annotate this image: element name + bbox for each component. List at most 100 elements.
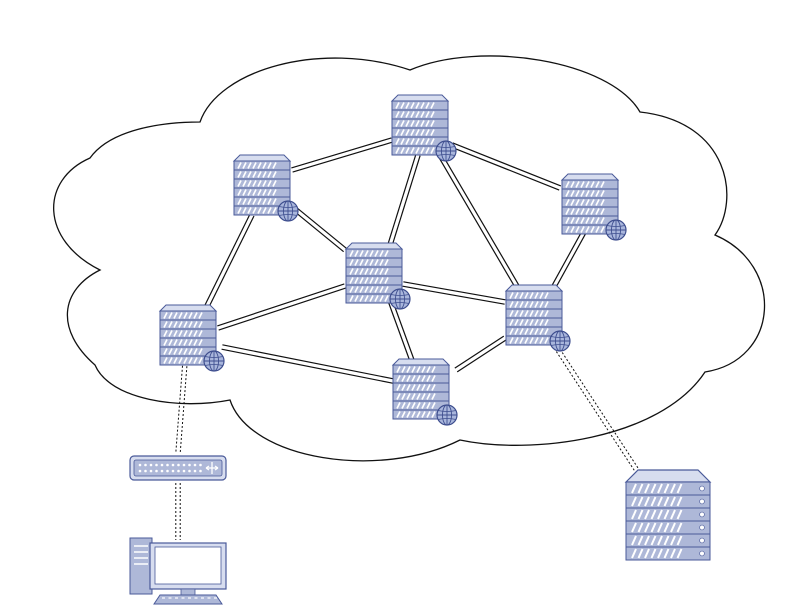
link-line — [387, 154, 417, 245]
router-right-icon — [560, 173, 627, 241]
rack-stripe — [359, 259, 364, 266]
rack-stripe — [257, 207, 262, 214]
rack-unit — [561, 197, 619, 208]
rack-stripe — [395, 147, 400, 154]
rack-stripe — [168, 321, 173, 328]
rack-stripe — [379, 259, 384, 266]
rack-stripe — [410, 138, 415, 145]
rack-stripe — [364, 286, 369, 293]
rack-stripe — [416, 402, 421, 409]
link-line — [179, 362, 188, 454]
links-layer — [175, 137, 641, 540]
rack-stripe — [359, 295, 364, 302]
rack-stripe — [242, 198, 247, 205]
rack-stripe — [509, 337, 514, 344]
switch-port — [182, 469, 186, 473]
rack-stripe — [430, 102, 435, 109]
rack-stripe — [272, 180, 277, 187]
switch-port — [166, 463, 169, 467]
rack-stripe — [193, 321, 198, 328]
rack-stripe — [539, 310, 544, 317]
rack-stripe — [401, 411, 406, 418]
rack-stripe — [237, 162, 242, 169]
rack-stripe — [354, 268, 359, 275]
server-unit — [625, 507, 711, 522]
rack-stripe — [374, 259, 379, 266]
switch-port — [144, 469, 147, 473]
link-line — [391, 155, 421, 246]
rack-stripe — [272, 189, 277, 196]
rack-stripe — [193, 339, 198, 346]
rack-stripe — [431, 366, 436, 373]
rack-unit — [561, 179, 619, 190]
rack-stripe — [257, 198, 262, 205]
rack-unit — [233, 187, 291, 198]
switch-port — [160, 469, 164, 473]
rack-stripe — [396, 411, 401, 418]
rack-unit — [159, 319, 217, 330]
rack-stripe — [401, 375, 406, 382]
rack-stripe — [267, 189, 272, 196]
rack-stripe — [178, 321, 183, 328]
rack-stripe — [252, 162, 257, 169]
rack-stripe — [580, 199, 585, 206]
rack-stripe — [379, 295, 384, 302]
rack-stripe — [534, 292, 539, 299]
rack-stripe — [406, 393, 411, 400]
rack-stripe — [198, 330, 203, 337]
rack-stripe — [364, 295, 369, 302]
rack-stripe — [431, 375, 436, 382]
server-unit — [625, 494, 711, 509]
router-bottom-icon — [391, 358, 458, 426]
rack-unit — [391, 100, 449, 111]
rack-unit — [561, 188, 619, 199]
router-upper-left-icon — [232, 154, 299, 222]
rack-stripe — [369, 259, 374, 266]
rack-stripe — [369, 295, 374, 302]
rack-stripe — [237, 198, 242, 205]
rack-stripe — [173, 348, 178, 355]
rack-stripe — [374, 268, 379, 275]
rack-stripe — [242, 189, 247, 196]
rack-unit — [233, 169, 291, 180]
rack-stripe — [420, 129, 425, 136]
rack-stripe — [379, 277, 384, 284]
rack-unit — [392, 364, 450, 375]
rack-stripe — [421, 384, 426, 391]
rack-stripe — [529, 310, 534, 317]
switch-port — [138, 469, 142, 473]
rack-stripe — [519, 328, 524, 335]
rack-unit — [561, 206, 619, 217]
link-router-upper-left-to-router-left — [203, 213, 255, 310]
rack-stripe — [262, 207, 267, 214]
rack-stripe — [173, 312, 178, 319]
rack-stripe — [519, 301, 524, 308]
rack-stripe — [173, 330, 178, 337]
link-router-center-to-router-bottom — [387, 299, 417, 367]
rack-stripe — [514, 337, 519, 344]
rack-stripe — [410, 120, 415, 127]
rack-stripe — [400, 129, 405, 136]
link-line — [222, 344, 394, 380]
rack-stripe — [173, 321, 178, 328]
rack-stripe — [168, 339, 173, 346]
rack-stripe — [247, 189, 252, 196]
rack-stripe — [600, 208, 605, 215]
rack-stripe — [595, 190, 600, 197]
rack-stripe — [524, 292, 529, 299]
rack-stripe — [426, 393, 431, 400]
rack-stripe — [396, 384, 401, 391]
server-top — [624, 469, 712, 483]
link-line — [387, 300, 413, 367]
rack-stripe — [410, 129, 415, 136]
rack-stripe — [183, 348, 188, 355]
rack-stripe — [410, 102, 415, 109]
rack-stripe — [198, 357, 203, 364]
rack-unit — [505, 308, 563, 319]
rack-top — [504, 284, 564, 292]
rack-stripe — [539, 328, 544, 335]
rack-stripe — [416, 411, 421, 418]
rack-top — [560, 173, 620, 181]
rack-stripe — [257, 180, 262, 187]
